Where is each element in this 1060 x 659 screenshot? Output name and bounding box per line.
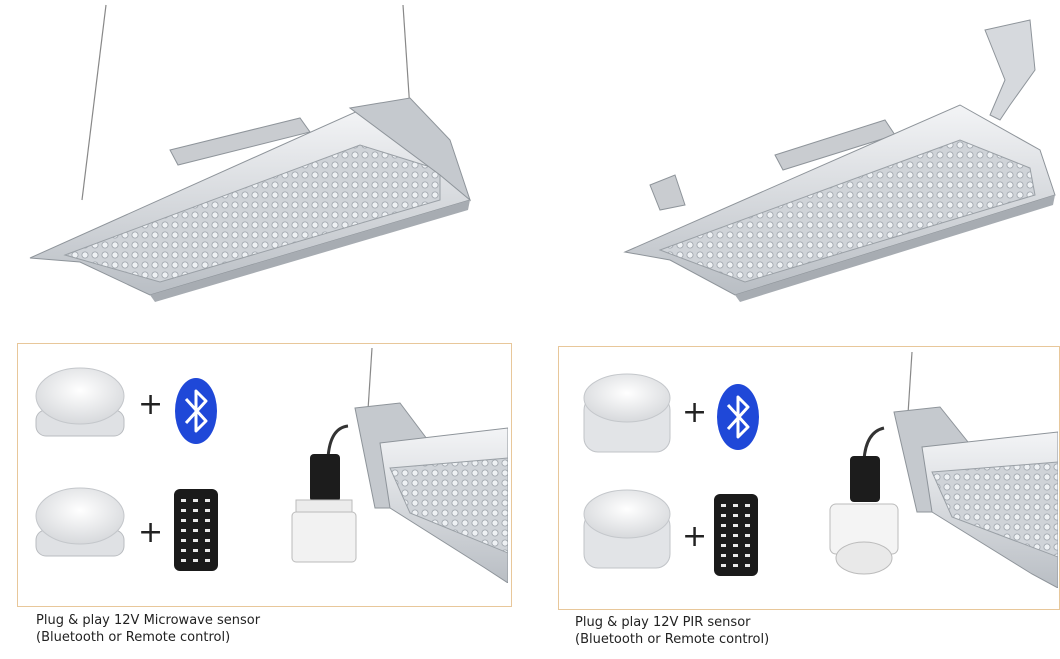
lamp-with-microwave-sensor bbox=[291, 348, 508, 583]
bluetooth-icon bbox=[717, 384, 759, 450]
highbay-lamp-bracket bbox=[623, 19, 1056, 302]
plus-sign: + bbox=[138, 515, 164, 550]
remote-control-icon bbox=[174, 489, 218, 571]
suspension-wire-left bbox=[81, 4, 107, 201]
caption-line-2: (Bluetooth or Remote control) bbox=[36, 630, 231, 645]
plus-sign: + bbox=[682, 519, 708, 554]
plus-sign: + bbox=[138, 387, 164, 422]
highbay-lamp-suspended bbox=[29, 4, 472, 302]
pir-sensor-bluetooth bbox=[583, 373, 671, 453]
microwave-sensor-bluetooth bbox=[35, 367, 125, 437]
caption-line-1: Plug & play 12V Microwave sensor bbox=[36, 613, 261, 628]
remote-control-icon bbox=[714, 494, 758, 576]
bluetooth-icon bbox=[175, 378, 217, 444]
microwave-sensor-remote bbox=[35, 487, 125, 557]
mounting-bracket bbox=[984, 19, 1036, 121]
plus-sign: + bbox=[682, 395, 708, 430]
pir-sensor-remote bbox=[583, 489, 671, 569]
suspension-wire-right bbox=[402, 4, 411, 111]
caption-line-1: Plug & play 12V PIR sensor bbox=[575, 615, 751, 630]
lamp-with-pir-sensor bbox=[829, 352, 1058, 588]
caption-line-2: (Bluetooth or Remote control) bbox=[575, 632, 770, 647]
